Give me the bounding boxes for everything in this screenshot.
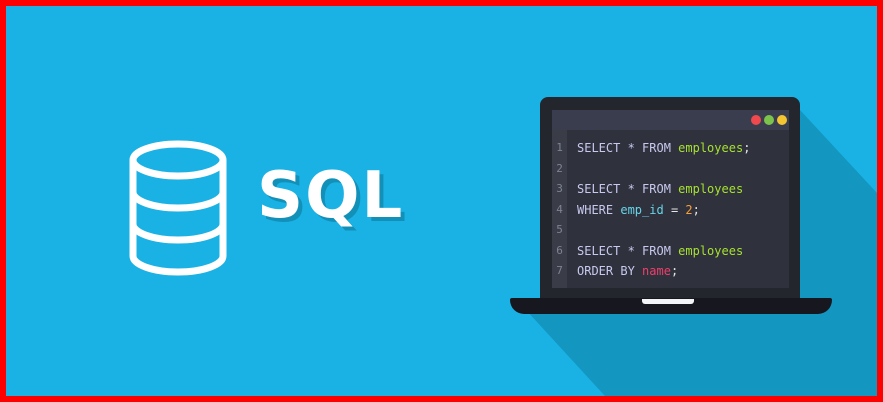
- code-token: SELECT * FROM: [577, 182, 679, 196]
- code-line: 4 WHERE emp_id = 2;: [552, 200, 789, 221]
- code-line: 2: [552, 159, 789, 180]
- code-line: 7 ORDER BY name;: [552, 261, 789, 282]
- code-line: 5: [552, 220, 789, 241]
- maximize-dot-icon[interactable]: [764, 115, 774, 125]
- line-number: 1: [556, 141, 563, 154]
- line-number: 5: [556, 223, 563, 236]
- code-token: ;: [743, 141, 751, 155]
- code-token: employees: [678, 141, 744, 155]
- code-token: SELECT * FROM: [577, 141, 679, 155]
- code-token: 2: [685, 202, 693, 217]
- code-line: 1 SELECT * FROM employees;: [552, 138, 789, 159]
- code-token: SELECT * FROM: [577, 243, 679, 258]
- code-line: 6 SELECT * FROM employees: [552, 241, 789, 262]
- sql-title: SQL: [257, 159, 405, 233]
- code-text: SELECT * FROM employees;: [577, 138, 750, 159]
- code-text: WHERE emp_id = 2;: [577, 200, 700, 221]
- code-line: 3 SELECT * FROM employees: [552, 179, 789, 200]
- code-token: =: [663, 202, 686, 217]
- laptop-notch: [642, 299, 694, 304]
- code-token: ORDER BY: [577, 264, 643, 278]
- window-titlebar: [552, 110, 789, 130]
- line-number: 4: [556, 202, 563, 216]
- line-number: 3: [556, 182, 563, 195]
- code-token: employees: [678, 182, 744, 196]
- database-icon: [129, 140, 227, 276]
- code-token: name: [642, 264, 671, 278]
- code-token: ;: [692, 202, 700, 217]
- minimize-dot-icon[interactable]: [777, 115, 787, 125]
- line-number: 6: [556, 243, 563, 257]
- code-token: employees: [678, 243, 744, 258]
- laptop-base: [510, 298, 832, 314]
- line-number: 2: [556, 161, 563, 175]
- code-token: emp_id: [620, 202, 664, 217]
- line-number: 7: [556, 264, 563, 277]
- code-token: ;: [670, 264, 679, 278]
- line-number-gutter: [552, 130, 567, 288]
- code-token: WHERE: [577, 202, 621, 217]
- code-text: SELECT * FROM employees: [577, 241, 743, 262]
- code-text: ORDER BY name;: [577, 261, 678, 282]
- close-dot-icon[interactable]: [751, 115, 761, 125]
- code-text: SELECT * FROM employees: [577, 179, 743, 200]
